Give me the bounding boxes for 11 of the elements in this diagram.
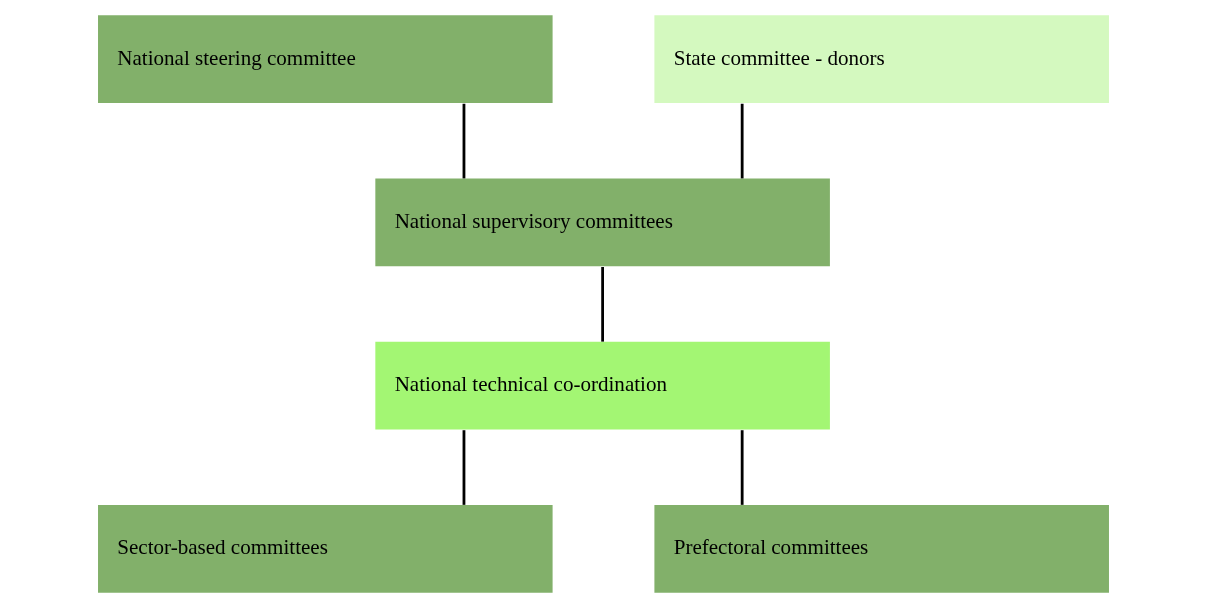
node-box: State committee - donors	[654, 15, 1109, 104]
node-box: National steering committee	[98, 15, 553, 104]
connector	[462, 103, 466, 179]
node-box: National supervisory committees	[375, 178, 830, 267]
node-box: Sector-based committees	[98, 504, 553, 593]
connector	[462, 430, 466, 505]
connector	[740, 103, 744, 179]
node-box: National technical co-ordination	[375, 341, 830, 430]
node-box: Prefectoral committees	[654, 504, 1109, 593]
connector	[740, 430, 744, 505]
connector	[601, 267, 605, 342]
